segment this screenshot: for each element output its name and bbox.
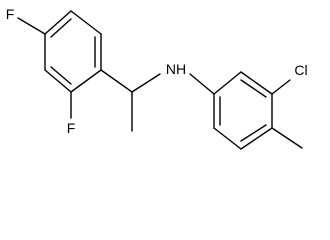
double-bond xyxy=(50,18,72,38)
bond-ch-n xyxy=(131,73,161,93)
double-bond xyxy=(50,66,72,85)
bond-c-methyl xyxy=(271,127,303,149)
bond xyxy=(213,127,242,150)
double-bond xyxy=(240,124,267,142)
structure-diagram: F F NH Cl xyxy=(6,6,308,150)
atom-label-fluorine-bottom: F xyxy=(67,120,76,136)
atom-label-fluorine-top: F xyxy=(6,6,15,22)
bond-c-f-top xyxy=(17,17,46,35)
double-bond xyxy=(240,79,267,98)
right-ring xyxy=(213,71,273,150)
bond xyxy=(240,71,273,95)
bond xyxy=(70,69,102,93)
bond-c-cl xyxy=(271,79,291,95)
bond xyxy=(44,69,72,93)
bond xyxy=(70,10,102,35)
left-ring xyxy=(44,10,102,93)
bond-ring-ch xyxy=(100,69,133,93)
bond xyxy=(213,71,242,95)
bond-n-ring xyxy=(189,73,215,95)
atom-label-nitrogen: NH xyxy=(166,61,186,77)
bond xyxy=(240,127,273,150)
bond xyxy=(44,10,72,35)
atom-label-chlorine: Cl xyxy=(294,62,307,78)
